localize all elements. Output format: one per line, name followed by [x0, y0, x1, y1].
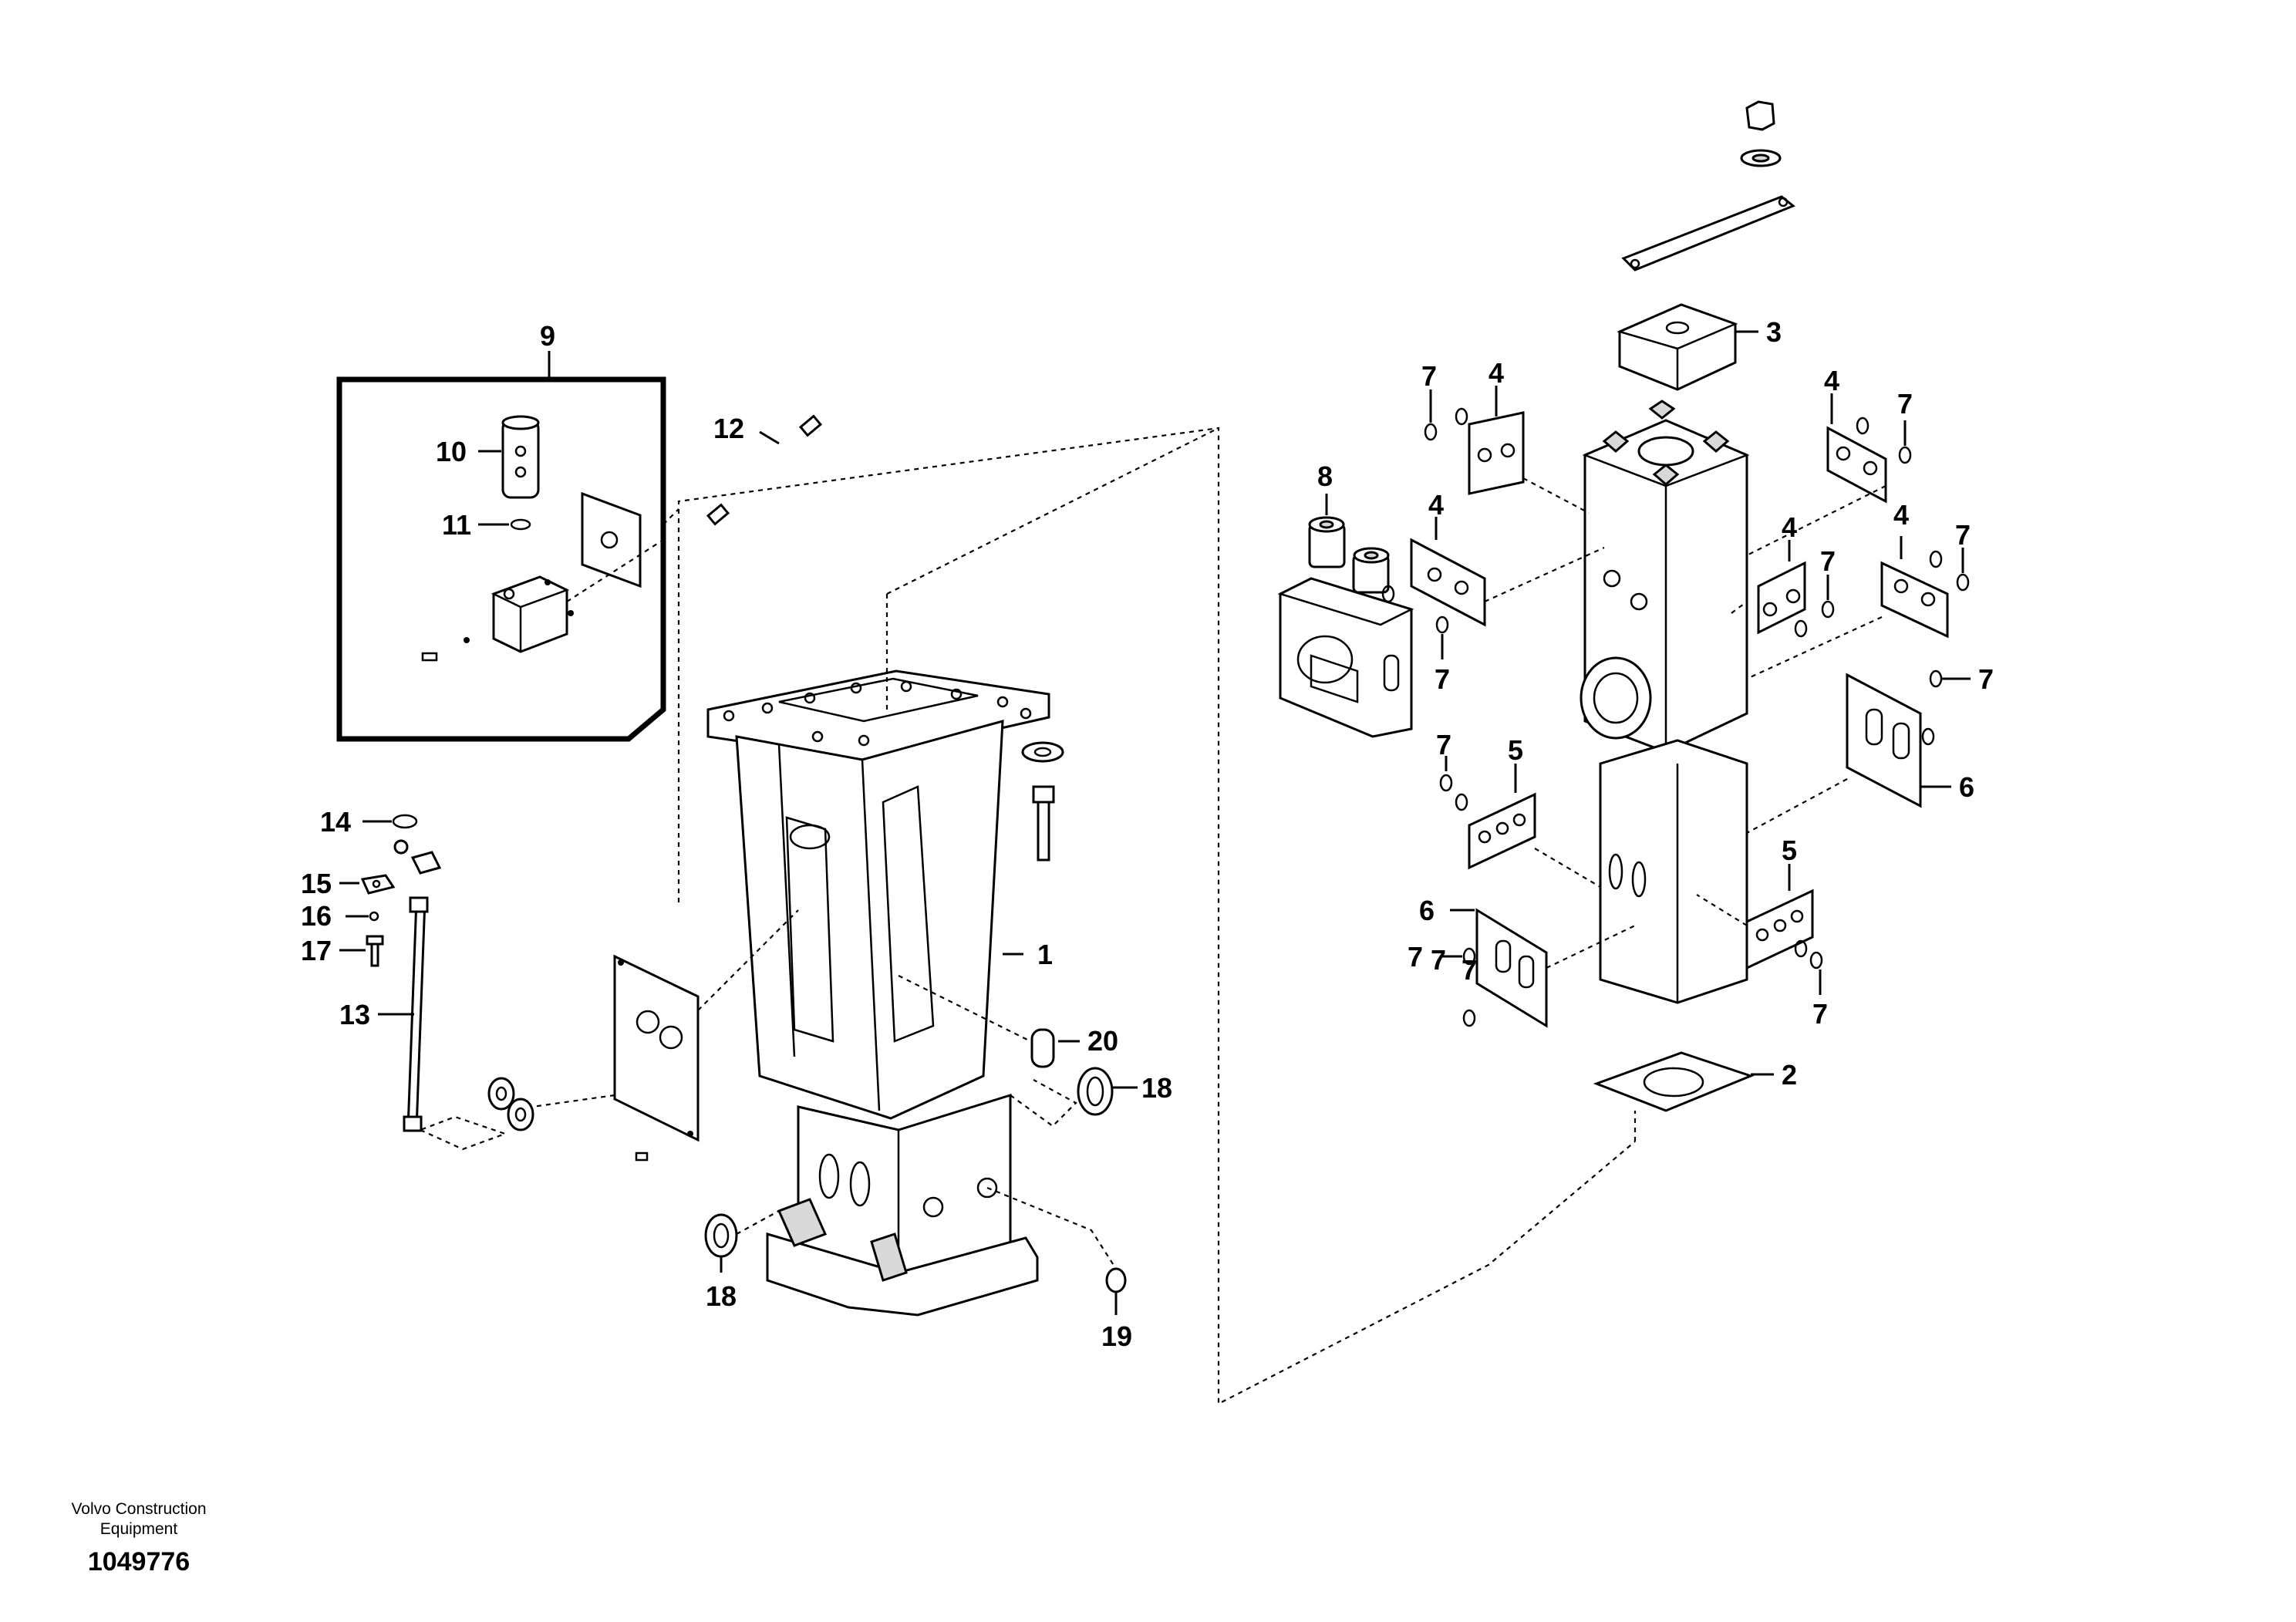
callout-7-a: 7 [1421, 360, 1437, 392]
top-nut [1745, 100, 1775, 131]
callout-2: 2 [1782, 1059, 1797, 1091]
callout-1: 1 [1037, 939, 1053, 970]
part-12-hose [706, 414, 823, 526]
part-4-pad-d [1757, 561, 1806, 635]
part-18-grommet-right [1077, 1067, 1114, 1116]
part-7-orings [1381, 407, 1970, 1027]
callout-13: 13 [339, 999, 370, 1030]
callout-11: 11 [442, 509, 471, 541]
document-number: 1049776 [87, 1547, 190, 1576]
part-3-top-block [1617, 303, 1738, 391]
side-cover-plate [613, 954, 700, 1162]
callout-5-a: 5 [1508, 734, 1523, 766]
callout-7-c: 7 [1436, 729, 1451, 760]
callout-20: 20 [1087, 1025, 1118, 1057]
part-1-housing [706, 669, 1050, 1317]
callout-9: 9 [540, 320, 555, 352]
callout-7-e: 7 [1897, 388, 1913, 420]
part-15-clamp [360, 874, 396, 895]
buffer-second [1352, 547, 1390, 594]
part-17-screw [366, 935, 384, 967]
callout-labels: 1 2 3 4 4 4 4 4 5 5 6 6 7 7 7 7 7 7 7 7 … [301, 316, 1994, 1352]
callout-10: 10 [436, 436, 467, 467]
callout-7-f: 7 [1820, 545, 1836, 577]
part-5-plate-left [1468, 792, 1536, 870]
twin-fittings [487, 1077, 534, 1131]
callout-5-b: 5 [1782, 835, 1797, 866]
part-4-pad-e [1880, 561, 1949, 639]
part-10-cylinder [501, 415, 540, 499]
part-20-plug [1030, 1028, 1055, 1068]
callout-4-b: 4 [1428, 489, 1444, 521]
callout-4-d: 4 [1782, 511, 1797, 543]
part-5-plate-right [1745, 889, 1814, 970]
callout-7-d: 7 [1408, 941, 1423, 973]
callout-6-a: 6 [1419, 895, 1435, 926]
part-18-grommet-left [704, 1213, 738, 1258]
manufacturer-name: Volvo Construction Equipment [71, 1500, 207, 1538]
part-2-base-plate [1593, 1051, 1755, 1112]
callout-7-i: 7 [1812, 998, 1828, 1030]
housing-bolt-and-washer [1021, 741, 1064, 862]
part-4-pad-b [1410, 538, 1486, 627]
callout-16: 16 [301, 900, 332, 932]
part-6-plate-left [1475, 908, 1548, 1028]
top-washer [1740, 149, 1782, 167]
callout-7-g: 7 [1955, 519, 1971, 551]
buffer-cradle [1277, 577, 1414, 738]
callout-7-k: 7 [1462, 954, 1477, 986]
kit-box-9 [336, 351, 679, 742]
kit-valve-plate [581, 491, 642, 588]
kit-valve-block [491, 575, 570, 653]
callout-7-j: 7 [1431, 944, 1446, 976]
callout-7-b: 7 [1435, 663, 1450, 695]
part-16-washer [369, 911, 379, 922]
callout-4-a: 4 [1489, 357, 1504, 389]
callout-6-b: 6 [1959, 771, 1974, 803]
callout-17: 17 [301, 935, 332, 966]
part-8-buffer [1308, 516, 1346, 568]
callout-4-e: 4 [1893, 499, 1909, 531]
right-dashed-connectors [1484, 477, 1886, 1141]
link-plate [1621, 195, 1795, 271]
fitting-elbow [393, 839, 442, 875]
part-14-oring [392, 814, 418, 829]
cylinder-body [1580, 400, 1750, 1004]
callout-15: 15 [301, 868, 332, 899]
callout-3: 3 [1766, 316, 1782, 348]
callout-19: 19 [1101, 1320, 1132, 1352]
part-11-oring [510, 518, 531, 531]
callout-18-left: 18 [706, 1280, 737, 1312]
callout-8: 8 [1317, 460, 1333, 492]
part-6-plate-right [1846, 673, 1922, 808]
part-4-pad-a [1468, 411, 1525, 495]
callout-14: 14 [320, 806, 351, 838]
part-4-pad-c [1826, 426, 1887, 504]
callout-18-right: 18 [1141, 1072, 1172, 1104]
part-13-hose [378, 896, 429, 1132]
dashed-guide-frame [677, 427, 1636, 1405]
footer: Volvo Construction Equipment 1049776 [46, 1499, 231, 1577]
callout-12: 12 [713, 413, 744, 444]
callout-4-c: 4 [1824, 365, 1839, 396]
callout-7-h: 7 [1978, 663, 1994, 695]
part-19-plug [1105, 1267, 1127, 1293]
